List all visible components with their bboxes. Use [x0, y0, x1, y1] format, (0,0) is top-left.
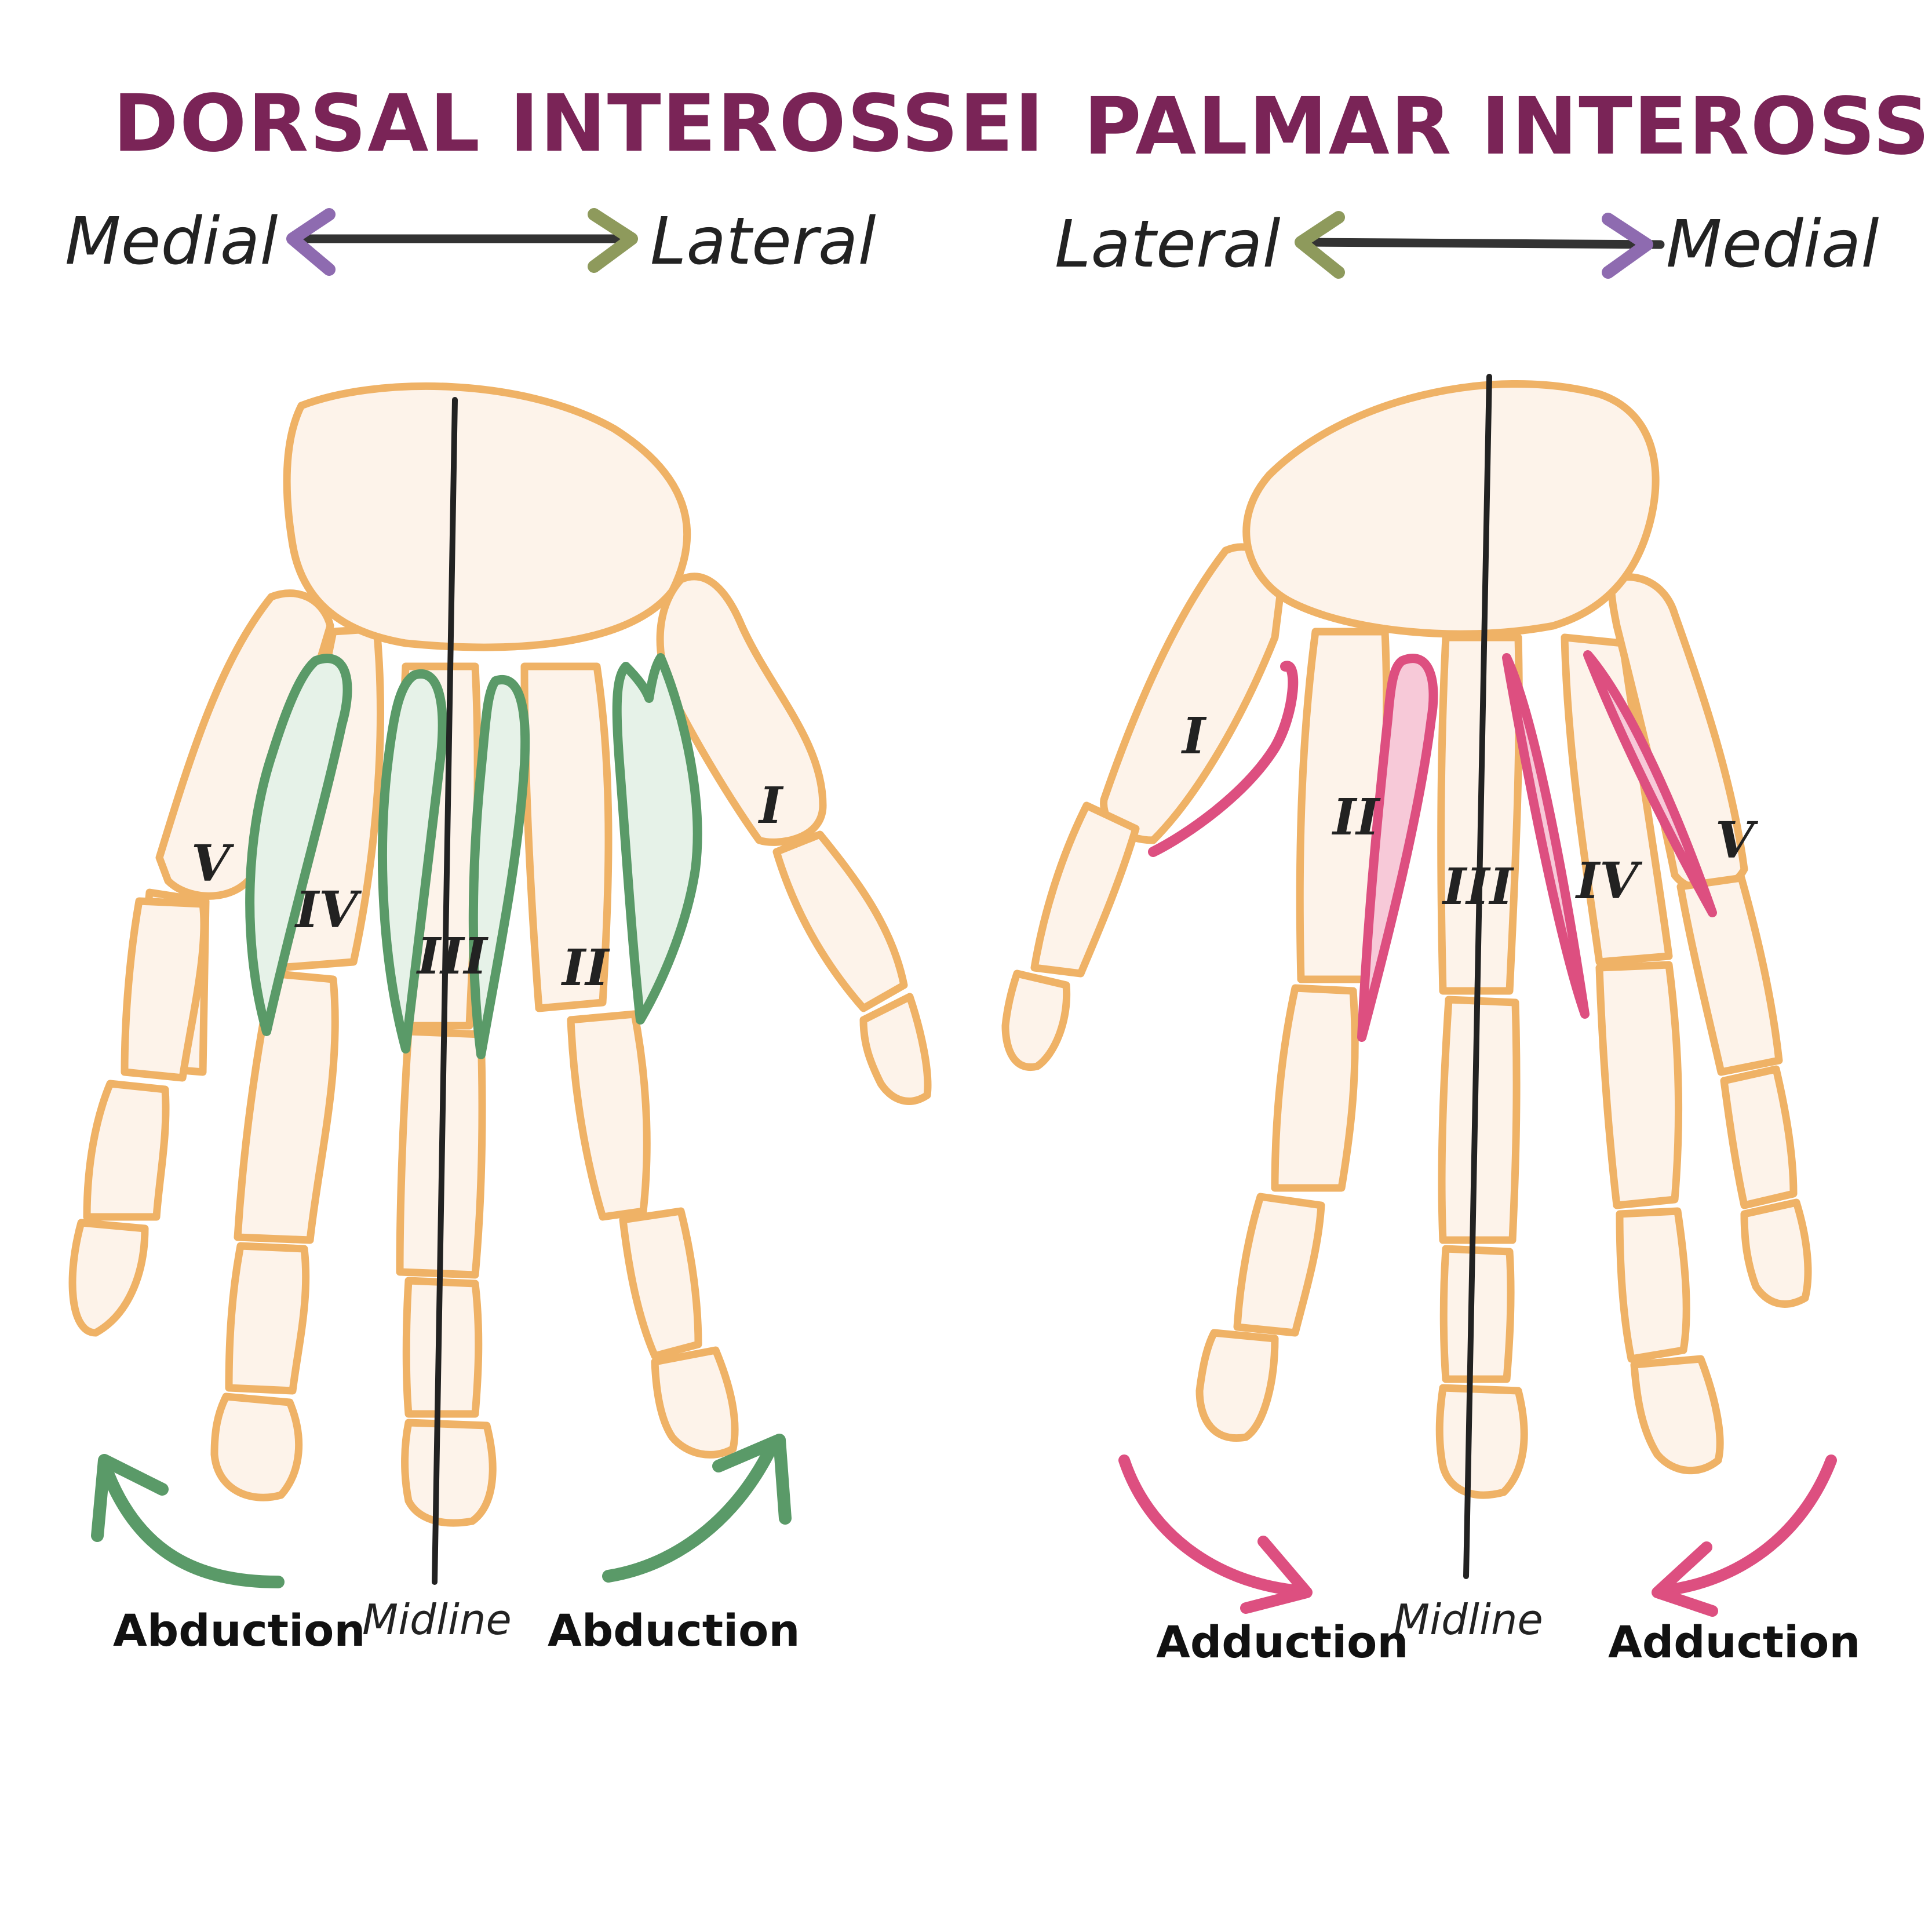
phalanx [1676, 874, 1783, 1076]
abduction-right-arrowhead-icon [712, 1434, 792, 1525]
phalanx [1233, 1193, 1325, 1337]
palmar-interosseous-v [1583, 650, 1717, 917]
palmar-hand-skeleton [1001, 380, 1812, 1499]
phalanx [1720, 1065, 1798, 1209]
palmar-direction-axis: Lateral Medial [1055, 207, 1879, 282]
palmar-right-action: Adduction [1608, 1616, 1860, 1668]
phalanx [1438, 996, 1521, 1244]
phalanx [1595, 961, 1683, 1209]
adduction-right-arrowhead-icon [1652, 1541, 1718, 1617]
palmar-right-direction: Medial [1666, 207, 1879, 282]
phalanx [121, 897, 208, 1082]
phalanx [1271, 984, 1359, 1192]
carpal-bones [1242, 380, 1660, 638]
phalanx [619, 1207, 702, 1360]
dorsal-left-direction: Medial [65, 204, 278, 279]
dorsal-numeral-iv: IV [294, 881, 362, 939]
carpal-bones [283, 382, 691, 651]
palmar-direction-line [1302, 238, 1665, 249]
dorsal-interosseous-iii-b [468, 675, 530, 1059]
metacarpal-i [1100, 543, 1285, 844]
dorsal-numeral-ii: II [560, 939, 610, 997]
palmar-muscles [1148, 650, 1717, 1042]
dorsal-interosseous-iv [245, 654, 352, 1036]
phalanx [210, 1393, 303, 1501]
phalanx [772, 830, 908, 1012]
lateral-arrowhead-icon [588, 208, 638, 273]
dorsal-abduction-arrows [91, 1434, 792, 1588]
palmar-left-action: Adduction [1156, 1616, 1408, 1668]
phalanx [567, 1010, 651, 1221]
dorsal-right-direction: Lateral [650, 204, 876, 279]
dorsal-numeral-i: I [757, 777, 784, 835]
medial-arrowhead-icon [1602, 213, 1653, 279]
dorsal-panel: DORSAL INTEROSSEI Medial Lateral [65, 78, 1045, 1656]
palmar-midline-label: Midline [1394, 1595, 1543, 1644]
palmar-numeral-i: I [1180, 707, 1207, 765]
medial-arrowhead-icon [286, 208, 336, 276]
dorsal-numeral-iii: III [415, 927, 489, 986]
dorsal-title: DORSAL INTEROSSEI [113, 78, 1045, 170]
lateral-arrowhead-icon [1295, 211, 1345, 279]
dorsal-right-action: Abduction [548, 1605, 800, 1656]
dorsal-midline-label: Midline [362, 1595, 512, 1644]
phalanx [1439, 1245, 1515, 1383]
dorsal-left-action: Abduction [113, 1605, 365, 1656]
phalanx [401, 1419, 497, 1527]
palmar-numeral-iii: III [1441, 858, 1514, 916]
phalanx [859, 993, 932, 1105]
phalanx [1030, 801, 1140, 978]
phalanx [1630, 1355, 1724, 1475]
dorsal-numeral-v: V [191, 834, 235, 893]
dorsal-direction-axis: Medial Lateral [65, 204, 876, 279]
abduction-right-arrow-icon [602, 1442, 777, 1583]
phalanx [651, 1346, 739, 1459]
palmar-numerals: I II III IV V [1180, 707, 1759, 916]
palmar-midline [1463, 374, 1492, 1579]
phalanx [1616, 1207, 1690, 1363]
palmar-numeral-ii: II [1331, 788, 1381, 847]
palmar-title: PALMAR INTEROSSEI [1084, 81, 1932, 173]
palmar-adduction-arrows [1118, 1455, 1837, 1617]
abduction-left-arrowhead-icon [91, 1454, 169, 1542]
phalanx [225, 1242, 310, 1395]
phalanx [83, 1080, 170, 1221]
phalanx [1435, 1384, 1528, 1499]
dorsal-numerals: I II III IV V [191, 777, 784, 997]
phalanx [1195, 1329, 1279, 1442]
phalanx [1740, 1198, 1812, 1308]
phalanx [234, 969, 339, 1244]
dorsal-muscles [245, 653, 702, 1059]
dorsal-interosseous-ii [612, 653, 702, 1025]
abduction-left-arrow-icon [101, 1466, 285, 1588]
dorsal-interosseous-iii-a [378, 669, 447, 1054]
dorsal-midline [432, 397, 458, 1585]
phalanx [1001, 969, 1071, 1071]
palmar-interosseous-i [1148, 661, 1299, 857]
palmar-left-direction: Lateral [1055, 207, 1281, 282]
palmar-numeral-v: V [1715, 811, 1759, 870]
palmar-interosseous-iv [1502, 653, 1590, 1019]
adduction-left-arrowhead-icon [1240, 1536, 1313, 1614]
phalanx [402, 1277, 483, 1418]
adduction-left-arrow-icon [1118, 1455, 1304, 1596]
palmar-interosseous-ii [1357, 654, 1438, 1042]
adduction-right-arrow-icon [1657, 1455, 1837, 1596]
palmar-numeral-iv: IV [1574, 852, 1643, 910]
phalanx [68, 1219, 149, 1337]
palmar-panel: PALMAR INTEROSSEI Lateral Medial [1001, 81, 1932, 1668]
